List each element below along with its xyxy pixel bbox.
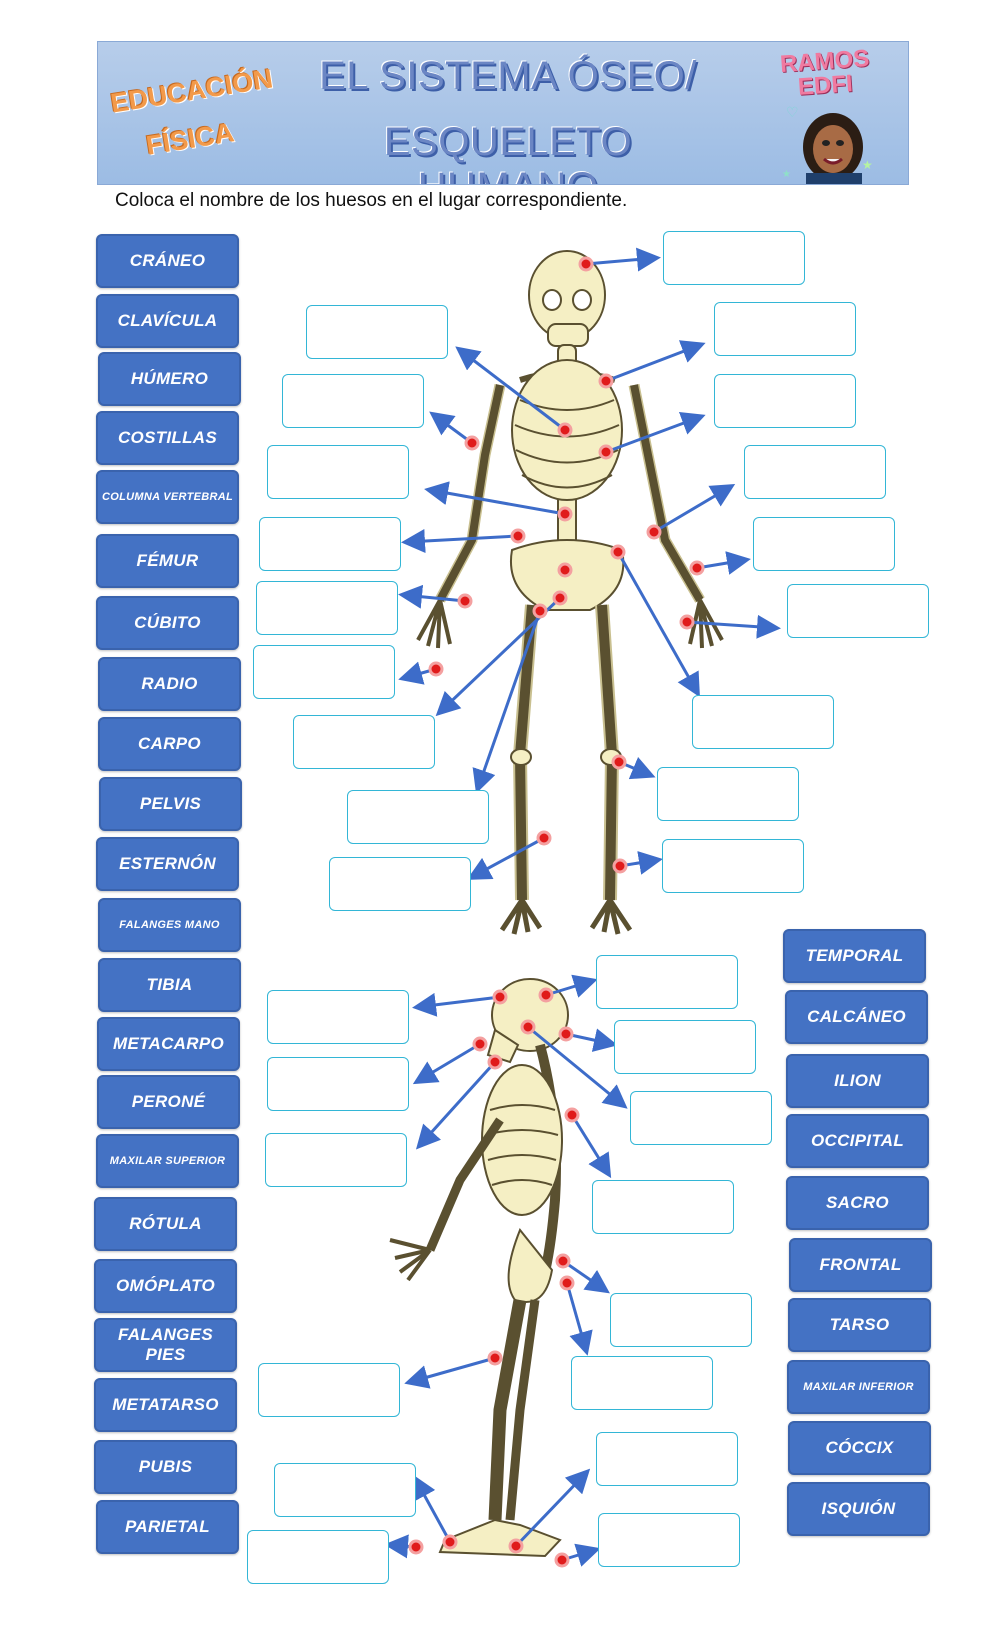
drop-box-21[interactable] [614, 1020, 756, 1074]
drop-box-20[interactable] [267, 990, 409, 1044]
drop-box-5[interactable] [714, 374, 856, 428]
label-rotula[interactable]: RÓTULA [94, 1197, 237, 1251]
drop-box-31[interactable] [598, 1513, 740, 1567]
drop-box-17[interactable] [329, 857, 471, 911]
drop-box-13[interactable] [293, 715, 435, 769]
label-omoplato[interactable]: OMÓPLATO [94, 1259, 237, 1313]
label-radio[interactable]: RADIO [98, 657, 241, 711]
label-humero[interactable]: HÚMERO [98, 352, 241, 406]
drop-box-7[interactable] [744, 445, 886, 499]
label-parietal[interactable]: PARIETAL [96, 1500, 239, 1554]
label-falanges-pies[interactable]: FALANGES PIES [94, 1318, 237, 1372]
label-coccix[interactable]: CÓCCIX [788, 1421, 931, 1475]
drop-box-6[interactable] [267, 445, 409, 499]
drop-box-9[interactable] [753, 517, 895, 571]
drop-box-3[interactable] [714, 302, 856, 356]
label-tibia[interactable]: TIBIA [98, 958, 241, 1012]
label-falanges-mano[interactable]: FALANGES MANO [98, 898, 241, 952]
label-costillas[interactable]: COSTILLAS [96, 411, 239, 465]
drop-box-24[interactable] [265, 1133, 407, 1187]
svg-text:★: ★ [782, 169, 791, 180]
label-esternon[interactable]: ESTERNÓN [96, 837, 239, 891]
drop-box-18[interactable] [662, 839, 804, 893]
drop-box-15[interactable] [347, 790, 489, 844]
instruction-text: Coloca el nombre de los huesos en el lug… [115, 190, 628, 211]
drop-box-25[interactable] [592, 1180, 734, 1234]
svg-text:♡: ♡ [786, 105, 799, 121]
side-skeleton [389, 978, 569, 1558]
label-carpo[interactable]: CARPO [98, 717, 241, 771]
page-title-line1: EL SISTEMA ÓSEO/ [319, 54, 697, 98]
drop-box-29[interactable] [596, 1432, 738, 1486]
markers [408, 256, 705, 1568]
label-maxilar-superior[interactable]: MAXILAR SUPERIOR [96, 1134, 239, 1188]
drop-box-11[interactable] [787, 584, 929, 638]
drop-box-10[interactable] [256, 581, 398, 635]
drop-box-12[interactable] [253, 645, 395, 699]
page-title-line2: ESQUELETO HUMANO [383, 120, 633, 184]
avatar: ♡ ★ ★ [782, 105, 873, 184]
label-temporal[interactable]: TEMPORAL [783, 929, 926, 983]
drop-box-16[interactable] [657, 767, 799, 821]
label-craneo[interactable]: CRÁNEO [96, 234, 239, 288]
label-metatarso[interactable]: METATARSO [94, 1378, 237, 1432]
drop-box-19[interactable] [596, 955, 738, 1009]
label-tarso[interactable]: TARSO [788, 1298, 931, 1352]
label-maxilar-inferior[interactable]: MAXILAR INFERIOR [787, 1360, 930, 1414]
drop-box-22[interactable] [267, 1057, 409, 1111]
label-pelvis[interactable]: PELVIS [99, 777, 242, 831]
label-femur[interactable]: FÉMUR [96, 534, 239, 588]
header-banner: EDUCACIÓN FÍSICA EL SISTEMA ÓSEO/ ESQUEL… [97, 41, 909, 185]
drop-box-32[interactable] [247, 1530, 389, 1584]
drop-box-28[interactable] [258, 1363, 400, 1417]
svg-text:★: ★ [862, 158, 873, 172]
label-sacro[interactable]: SACRO [786, 1176, 929, 1230]
drop-box-30[interactable] [274, 1463, 416, 1517]
drop-box-8[interactable] [259, 517, 401, 571]
label-frontal[interactable]: FRONTAL [789, 1238, 932, 1292]
drop-box-27[interactable] [571, 1356, 713, 1410]
label-clavicula[interactable]: CLAVÍCULA [96, 294, 239, 348]
label-occipital[interactable]: OCCIPITAL [786, 1114, 929, 1168]
label-cubito[interactable]: CÚBITO [96, 596, 239, 650]
label-calcaneo[interactable]: CALCÁNEO [785, 990, 928, 1044]
drop-box-2[interactable] [306, 305, 448, 359]
label-metacarpo[interactable]: METACARPO [97, 1017, 240, 1071]
drop-box-14[interactable] [692, 695, 834, 749]
drop-box-4[interactable] [282, 374, 424, 428]
drop-box-23[interactable] [630, 1091, 772, 1145]
drop-box-26[interactable] [610, 1293, 752, 1347]
label-isquion[interactable]: ISQUIÓN [787, 1482, 930, 1536]
label-pubis[interactable]: PUBIS [94, 1440, 237, 1494]
label-perone[interactable]: PERONÉ [97, 1075, 240, 1129]
arrows [384, 247, 781, 1567]
label-columna-vertebral[interactable]: COLUMNA VERTEBRAL [96, 470, 239, 524]
label-ilion[interactable]: ILION [786, 1054, 929, 1108]
drop-box-1[interactable] [663, 231, 805, 285]
